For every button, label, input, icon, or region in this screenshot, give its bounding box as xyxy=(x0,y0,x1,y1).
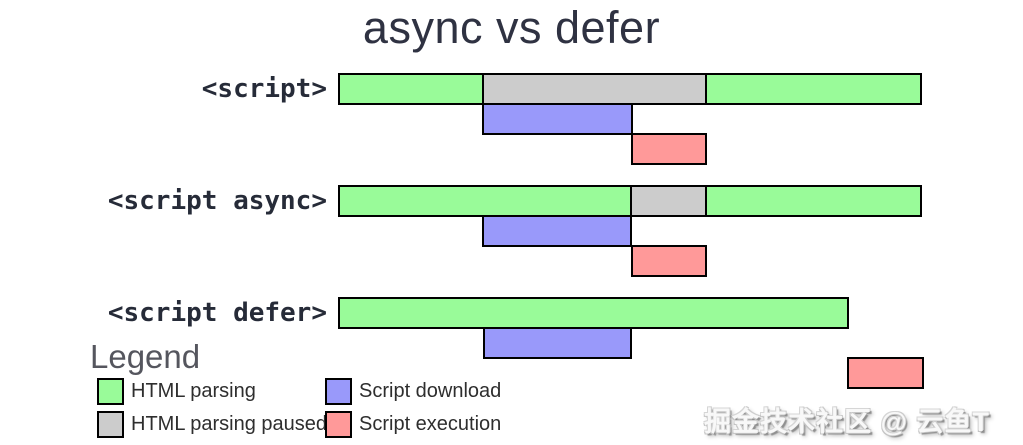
legend-label: HTML parsing xyxy=(131,380,256,402)
legend-label: Script download xyxy=(359,380,502,402)
bar-script-download xyxy=(482,103,633,135)
row-label: <script> xyxy=(201,74,327,104)
bar-html-parsing xyxy=(338,73,484,105)
legend-label: HTML parsing paused xyxy=(131,413,328,435)
bar-script-download xyxy=(483,327,632,359)
diagram-title: async vs defer xyxy=(362,2,661,53)
bar-script-execution xyxy=(847,357,924,389)
bar-html-parsing-paused xyxy=(630,185,707,217)
legend-heading: Legend xyxy=(90,338,201,375)
bar-html-parsing-paused xyxy=(482,73,707,105)
bar-html-parsing xyxy=(705,185,922,217)
legend-swatch-html-parsing xyxy=(97,378,124,405)
bar-script-execution xyxy=(631,245,707,277)
row-label: <script defer> xyxy=(107,298,327,328)
bar-script-download xyxy=(482,215,632,247)
bar-html-parsing xyxy=(338,185,632,217)
legend-swatch-script-execution xyxy=(325,411,352,438)
watermark: 掘金技术社区 @ 云鱼T xyxy=(704,407,990,437)
bar-html-parsing xyxy=(338,297,849,329)
legend-swatch-script-download xyxy=(325,378,352,405)
bar-html-parsing xyxy=(705,73,922,105)
legend-swatch-html-parsing-paused xyxy=(97,411,124,438)
row-label: <script async> xyxy=(107,186,327,216)
bar-script-execution xyxy=(631,133,707,165)
legend-label: Script execution xyxy=(359,413,502,435)
